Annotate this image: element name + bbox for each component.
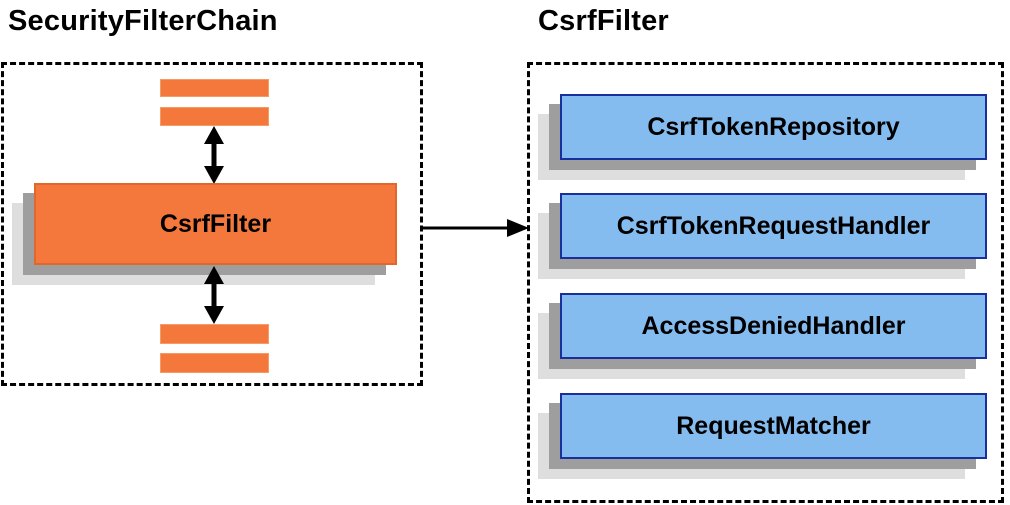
component-box-csrf-token-repository: CsrfTokenRepository: [560, 94, 987, 160]
chain-filter-placeholder-bar-1: [160, 79, 269, 97]
csrf-filter-panel: CsrfTokenRepository CsrfTokenRequestHand…: [527, 62, 1004, 503]
bidirectional-arrow-top-icon: [202, 126, 226, 184]
flow-arrow-icon: [423, 217, 529, 239]
chain-filter-placeholder-bar-3: [160, 324, 269, 344]
security-filter-chain-panel: CsrfFilter: [1, 62, 423, 386]
component-box-access-denied-handler: AccessDeniedHandler: [560, 293, 987, 359]
component-label: CsrfTokenRequestHandler: [616, 211, 931, 240]
chain-filter-placeholder-bar-2: [160, 107, 269, 126]
component-label: RequestMatcher: [676, 411, 871, 440]
component-label: AccessDeniedHandler: [641, 311, 906, 340]
component-label: CsrfTokenRepository: [647, 112, 900, 141]
component-box-csrf-token-request-handler: CsrfTokenRequestHandler: [560, 193, 987, 259]
chain-filter-placeholder-bar-4: [160, 353, 269, 373]
csrf-filter-box-label: CsrfFilter: [159, 209, 272, 238]
csrf-filter-box: CsrfFilter: [34, 183, 397, 265]
left-panel-title: SecurityFilterChain: [8, 5, 278, 37]
bidirectional-arrow-bottom-icon: [202, 266, 226, 324]
right-panel-title: CsrfFilter: [538, 5, 669, 37]
component-box-request-matcher: RequestMatcher: [560, 393, 987, 459]
